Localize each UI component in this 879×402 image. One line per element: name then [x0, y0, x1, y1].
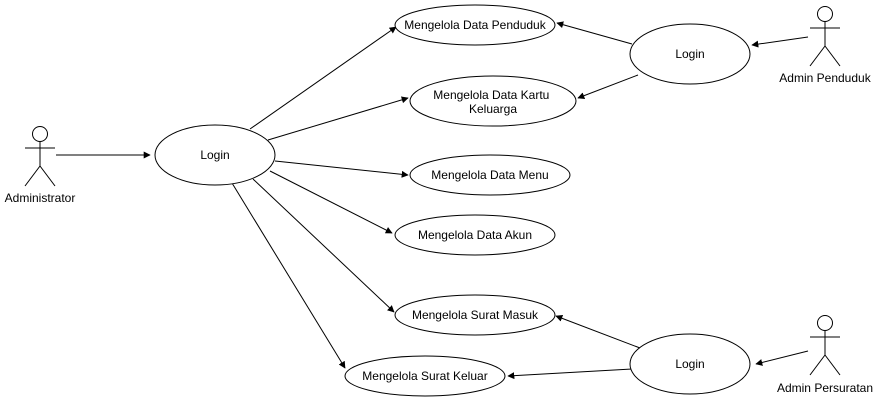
use-case-label: Login: [675, 357, 704, 371]
use-case-data-penduduk: Mengelola Data Penduduk: [394, 4, 556, 46]
edge-login-data-kk: [267, 96, 409, 141]
edges: [56, 21, 809, 380]
stick-figure-icon: [24, 126, 56, 187]
use-case-label-line1: Mengelola Data Kartu: [433, 88, 549, 102]
use-case-login-main: Login: [154, 124, 276, 186]
use-case-data-menu: Mengelola Data Menu: [409, 154, 571, 196]
actor-label: Admin Penduduk: [779, 71, 871, 85]
use-case-label: Mengelola Data Akun: [418, 228, 532, 242]
edge-login-persuratan-surat-keluar: [507, 368, 633, 380]
use-case-label: Mengelola Surat Masuk: [412, 308, 539, 322]
use-case-surat-masuk: Mengelola Surat Masuk: [394, 294, 556, 336]
edge-login-surat-keluar: [231, 182, 346, 369]
use-case-label: Mengelola Surat Keluar: [362, 369, 487, 383]
actor-administrator: Administrator: [5, 126, 76, 205]
use-case-label: Mengelola Data Menu: [431, 168, 548, 182]
actor-label: Administrator: [5, 191, 76, 205]
actor-admin-penduduk: Admin Penduduk: [779, 6, 872, 85]
use-case-label: Login: [675, 47, 704, 61]
actor-admin-persuratan: Admin Persuratan: [777, 315, 873, 395]
edge-login-data-penduduk: [249, 26, 397, 130]
use-case-data-kk: Mengelola Data Kartu Keluarga: [409, 75, 577, 127]
use-case-surat-keluar: Mengelola Surat Keluar: [344, 355, 506, 397]
use-case-data-akun: Mengelola Data Akun: [394, 214, 556, 256]
edge-login-data-menu: [274, 160, 409, 178]
use-case-label: Mengelola Data Kartu Keluarga: [433, 88, 552, 116]
edge-login-surat-masuk: [252, 178, 395, 313]
stick-figure-icon: [809, 315, 841, 376]
use-case-label-line2: Keluarga: [469, 102, 517, 116]
use-case-login-penduduk: Login: [629, 23, 751, 85]
edge-admin-penduduk-login: [751, 36, 809, 48]
actor-label: Admin Persuratan: [777, 381, 873, 395]
edge-admin-persuratan-login: [755, 350, 809, 366]
use-case-label: Login: [200, 148, 229, 162]
edge-login-penduduk-data-kk: [577, 74, 639, 100]
edge-login-persuratan-surat-masuk: [555, 314, 641, 349]
use-case-login-persuratan: Login: [629, 333, 751, 395]
edge-login-data-akun: [269, 170, 393, 234]
use-case-label: Mengelola Data Penduduk: [404, 18, 546, 32]
stick-figure-icon: [809, 6, 841, 67]
edge-login-penduduk-data-penduduk: [556, 21, 633, 45]
